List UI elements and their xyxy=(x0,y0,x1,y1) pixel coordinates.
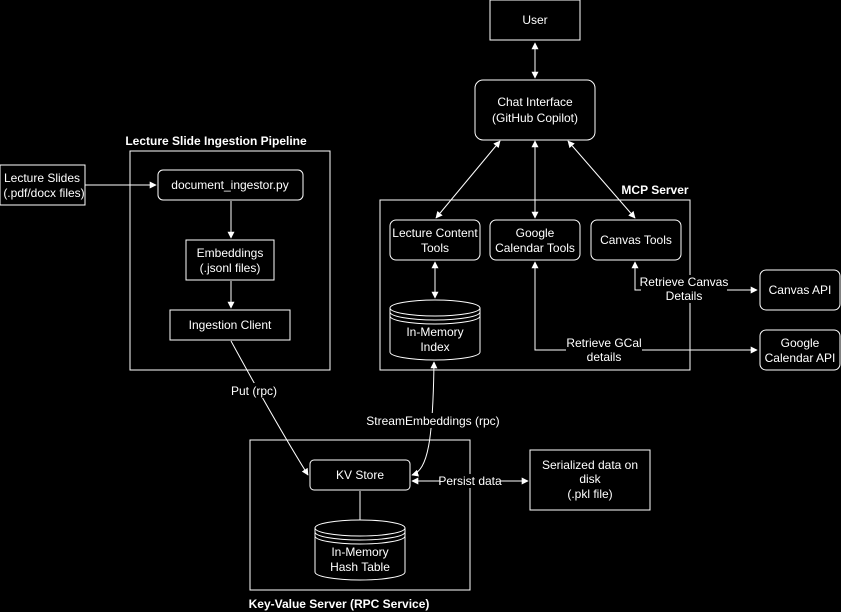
stream-embeddings-label: StreamEmbeddings (rpc) xyxy=(366,414,499,428)
node-canvas-api: Canvas API xyxy=(759,269,841,311)
node-chat-interface: Chat Interface (GitHub Copilot) xyxy=(474,79,596,141)
node-document-ingestor: document_ingestor.py xyxy=(157,169,304,201)
hash-table-label-2: Hash Table xyxy=(330,560,390,574)
gcal-api-label-2: Calendar API xyxy=(765,351,836,365)
gcal-tools-label-1: Google xyxy=(516,226,555,240)
disk-label-1: Serialized data on xyxy=(542,458,638,472)
retrieve-canvas-label-1: Retrieve Canvas xyxy=(640,275,729,289)
mcp-group-title: MCP Server xyxy=(621,183,688,197)
node-ingestion-client: Ingestion Client xyxy=(169,309,291,341)
retrieve-gcal-label-1: Retrieve GCal xyxy=(566,336,641,350)
chat-label-2: (GitHub Copilot) xyxy=(492,111,578,125)
node-embeddings: Embeddings (.jsonl files) xyxy=(185,239,275,281)
node-gcal-api: Google Calendar API xyxy=(759,329,841,371)
ingestion-pipeline-group: Lecture Slide Ingestion Pipeline xyxy=(125,134,331,371)
kv-group-title: Key-Value Server (RPC Service) xyxy=(249,597,430,611)
gcal-api-label-1: Google xyxy=(781,336,820,350)
slides-label-2: (.pdf/docx files) xyxy=(3,186,84,200)
node-canvas-tools: Canvas Tools xyxy=(590,219,682,261)
ingestion-client-label: Ingestion Client xyxy=(189,318,272,332)
disk-label-3: (.pkl file) xyxy=(567,487,612,501)
node-gcal-tools: Google Calendar Tools xyxy=(489,219,581,261)
edge-kvstore-index xyxy=(411,361,438,477)
node-lecture-slides: Lecture Slides (.pdf/docx files) xyxy=(0,164,86,206)
persist-data-label: Persist data xyxy=(438,474,502,488)
edges xyxy=(85,42,758,522)
put-rpc-label: Put (rpc) xyxy=(231,384,277,398)
slides-label-1: Lecture Slides xyxy=(4,171,80,185)
chat-label-1: Chat Interface xyxy=(497,95,573,109)
index-label-2: Index xyxy=(420,340,449,354)
pipeline-group-title: Lecture Slide Ingestion Pipeline xyxy=(125,134,307,148)
node-in-memory-index: In-Memory Index xyxy=(389,299,481,361)
embeddings-label-1: Embeddings xyxy=(197,246,264,260)
index-label-1: In-Memory xyxy=(406,325,463,339)
user-label: User xyxy=(522,13,547,27)
node-user: User xyxy=(489,0,581,41)
kv-server-group: Key-Value Server (RPC Service) xyxy=(249,439,471,611)
lecture-tools-label-2: Tools xyxy=(421,241,449,255)
lecture-tools-label-1: Lecture Content xyxy=(392,226,478,240)
canvas-api-label: Canvas API xyxy=(769,283,832,297)
gcal-tools-label-2: Calendar Tools xyxy=(495,241,575,255)
edge-client-kvstore xyxy=(230,340,309,476)
kv-store-label: KV Store xyxy=(336,468,384,482)
edge-chat-lecture-tools xyxy=(435,140,501,219)
node-serialized-disk: Serialized data on disk (.pkl file) xyxy=(529,449,651,511)
node-lecture-content-tools: Lecture Content Tools xyxy=(389,219,481,261)
disk-label-2: disk xyxy=(579,472,601,486)
ingestor-label: document_ingestor.py xyxy=(171,178,288,192)
hash-table-label-1: In-Memory xyxy=(331,545,388,559)
edge-gcal-tools-api xyxy=(531,261,758,354)
edge-chat-canvas-tools xyxy=(567,140,636,219)
node-hash-table: In-Memory Hash Table xyxy=(314,519,406,581)
retrieve-canvas-label-2: Details xyxy=(666,289,703,303)
canvas-tools-label: Canvas Tools xyxy=(600,233,672,247)
embeddings-label-2: (.jsonl files) xyxy=(200,261,261,275)
edge-labels: Put (rpc) StreamEmbeddings (rpc) Persist… xyxy=(228,275,728,488)
retrieve-gcal-label-2: details xyxy=(587,350,622,364)
node-kv-store: KV Store xyxy=(309,459,411,491)
